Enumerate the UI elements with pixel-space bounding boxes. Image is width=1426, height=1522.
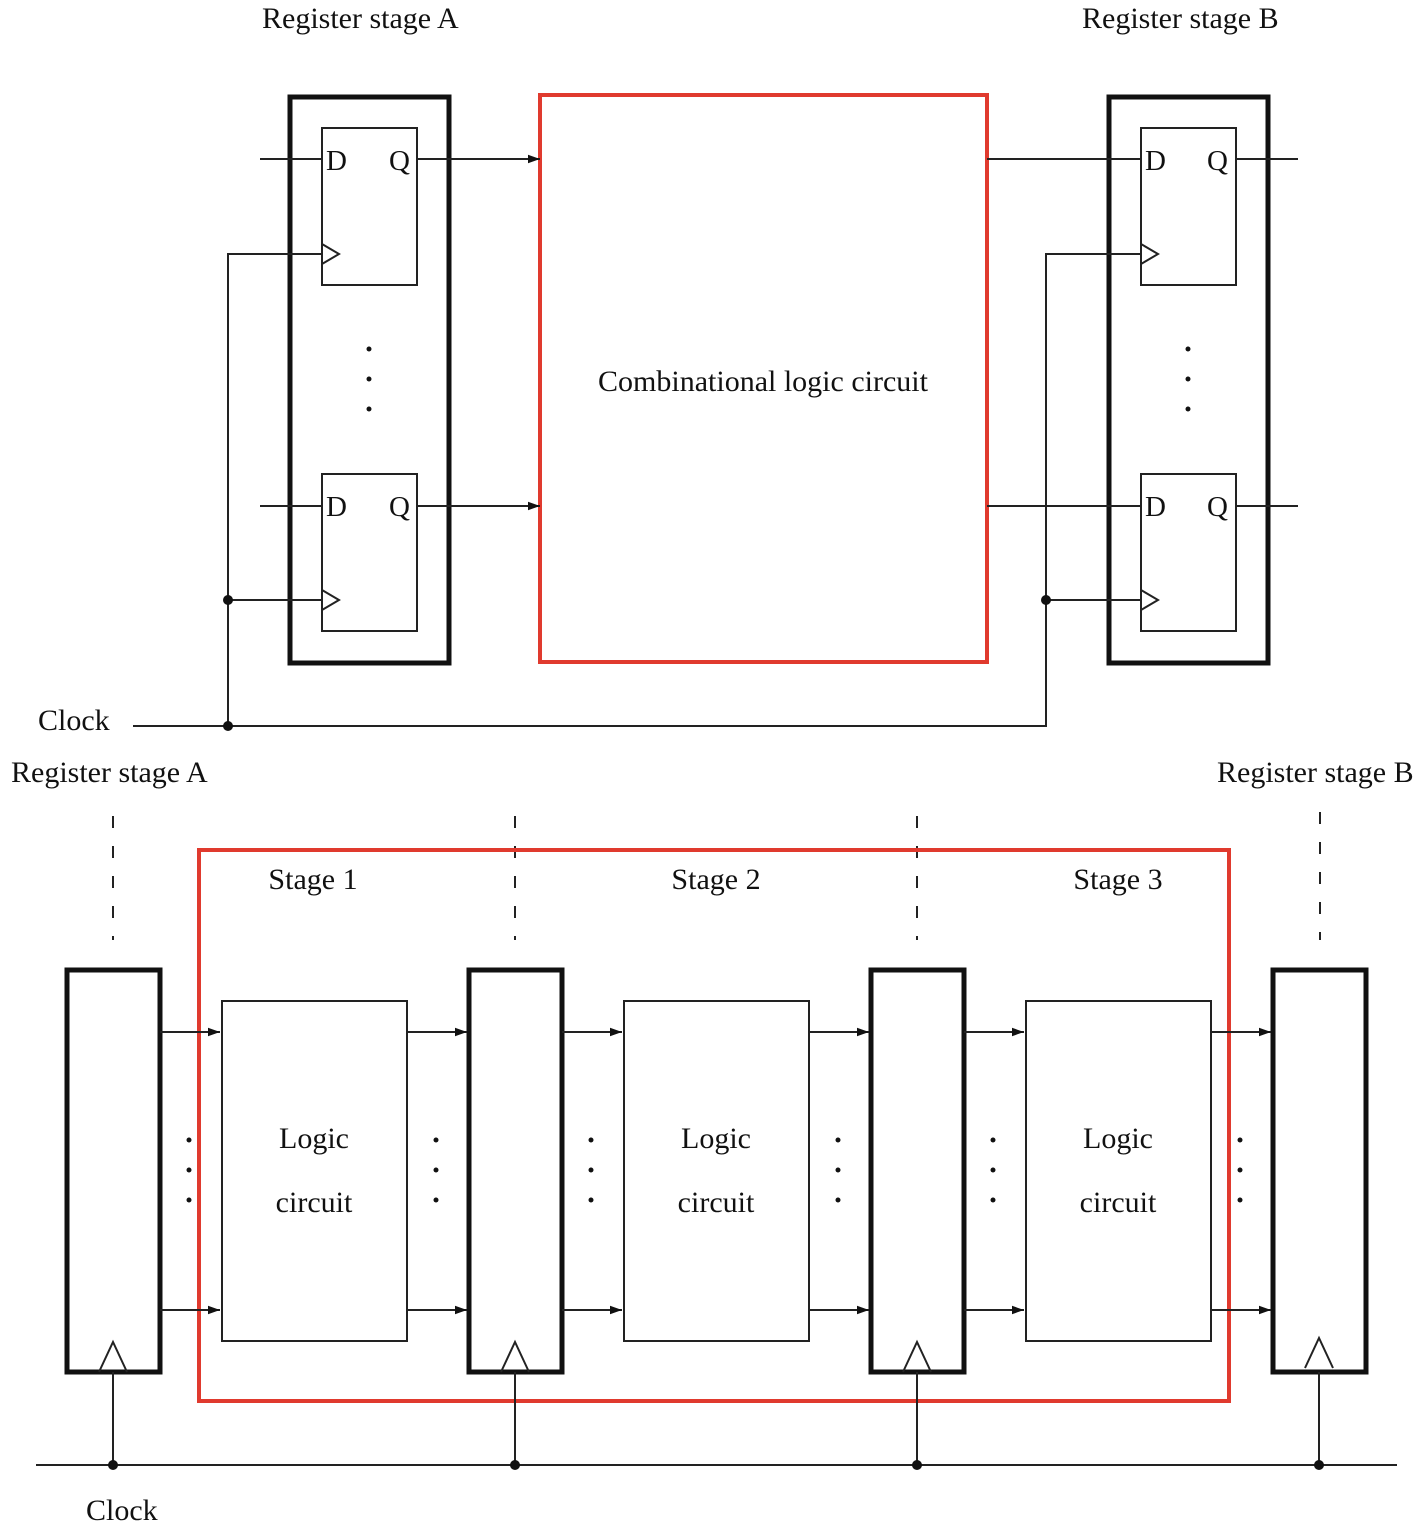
stage-separators <box>112 812 1321 940</box>
clock-label: Clock <box>86 1494 158 1522</box>
register-stage-b-label: Register stage B <box>1082 2 1279 35</box>
clock-label: Clock <box>38 704 110 737</box>
pipeline-register <box>868 967 967 1375</box>
bottom-data-arrows <box>160 1027 1271 1315</box>
clock-edge-icon <box>500 1339 530 1373</box>
logic-circuit-2: Logic circuit <box>623 1000 810 1342</box>
top-diagram: Register stage A Register stage B D Q D … <box>38 2 1298 737</box>
flipflop-q-label: Q <box>1207 491 1228 523</box>
circuit-label: circuit <box>678 1186 755 1219</box>
clock-edge-icon <box>98 1339 128 1373</box>
clock-input-icon <box>321 589 341 611</box>
bottom-clock <box>36 1372 1397 1470</box>
logic-circuit-3: Logic circuit <box>1025 1000 1212 1342</box>
register-stage-a: D Q D Q <box>287 94 452 666</box>
pipeline-stages-box <box>197 848 1231 1403</box>
logic-label: Logic <box>279 1122 349 1155</box>
flipflop-d-label: D <box>326 491 347 523</box>
register-stage-a-label: Register stage A <box>11 756 208 789</box>
logic-circuit-1: Logic circuit <box>221 1000 408 1342</box>
flipflop-a-top: D Q <box>321 127 418 286</box>
pipeline-register <box>64 967 163 1375</box>
pipeline-register <box>1270 967 1369 1375</box>
clock-input-icon <box>1140 589 1160 611</box>
combinational-logic-label: Combinational logic circuit <box>598 365 929 398</box>
logic-label: Logic <box>681 1122 751 1155</box>
register-b-frame <box>1106 94 1271 666</box>
bottom-diagram: Register stage A Register stage B Stage … <box>11 756 1414 1522</box>
flipflop-b-bottom: D Q <box>1140 473 1237 632</box>
pipeline-registers <box>64 967 1369 1375</box>
flipflop-q-label: Q <box>389 145 410 177</box>
ellipsis-dots <box>1185 346 1191 412</box>
logic-label: Logic <box>1083 1122 1153 1155</box>
flipflop-d-label: D <box>326 145 347 177</box>
clock-edge-icon <box>1304 1335 1334 1369</box>
bottom-ellipsis-dots <box>186 1137 1243 1203</box>
circuit-label: circuit <box>276 1186 353 1219</box>
circuit-label: circuit <box>1080 1186 1157 1219</box>
register-stage-b-label: Register stage B <box>1217 756 1414 789</box>
flipflop-d-label: D <box>1145 145 1166 177</box>
pipeline-register <box>466 967 565 1375</box>
combinational-logic-box <box>538 93 989 664</box>
flipflop-b-top: D Q <box>1140 127 1237 286</box>
stage-1-title: Stage 1 <box>268 863 357 896</box>
flipflop-a-bottom: D Q <box>321 473 418 632</box>
stage-2-title: Stage 2 <box>671 863 760 896</box>
register-stage-b: D Q D Q <box>1106 94 1271 666</box>
flipflop-q-label: Q <box>1207 145 1228 177</box>
top-wires <box>133 154 1298 731</box>
register-stage-a-label: Register stage A <box>262 2 459 35</box>
clock-input-icon <box>1140 243 1160 265</box>
clock-edge-icon <box>902 1339 932 1373</box>
register-a-frame <box>287 94 452 666</box>
stage-3-title: Stage 3 <box>1073 863 1162 896</box>
flipflop-q-label: Q <box>389 491 410 523</box>
flipflop-d-label: D <box>1145 491 1166 523</box>
ellipsis-dots <box>366 346 372 412</box>
clock-input-icon <box>321 243 341 265</box>
